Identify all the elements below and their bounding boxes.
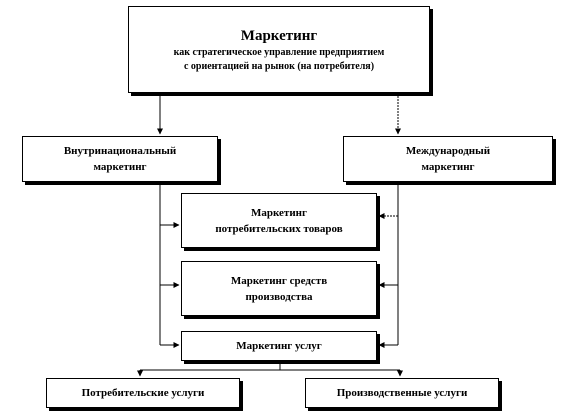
consumer-services-box: Потребительские услуги: [46, 378, 240, 408]
production-services-box: Производственные услуги: [305, 378, 499, 408]
services-marketing-label: Маркетинг услуг: [236, 340, 322, 352]
production-means-line1: Маркетинг средств: [230, 274, 328, 287]
domestic-marketing-line2: маркетинг: [93, 161, 147, 173]
production-services-label: Производственные услуги: [336, 387, 468, 399]
consumer-goods-line2: потребительских товаров: [215, 222, 343, 235]
marketing-top-box: Маркетинг как стратегическое управление …: [128, 6, 430, 93]
production-means-marketing-box: Маркетинг средств производства: [181, 261, 377, 316]
international-marketing-line2: маркетинг: [421, 161, 475, 173]
marketing-subtitle-line2: с ориентацией на рынок (на потребителя): [183, 60, 375, 72]
international-marketing-line1: Международный: [405, 145, 491, 157]
domestic-marketing-line1: Внутринациональный: [63, 145, 177, 157]
marketing-title: Маркетинг: [240, 27, 318, 44]
consumer-goods-line1: Маркетинг: [250, 206, 308, 219]
services-marketing-box: Маркетинг услуг: [181, 331, 377, 361]
consumer-services-label: Потребительские услуги: [81, 387, 205, 399]
production-means-line2: производства: [245, 290, 313, 303]
marketing-subtitle-line1: как стратегическое управление предприяти…: [173, 46, 385, 58]
consumer-goods-marketing-box: Маркетинг потребительских товаров: [181, 193, 377, 248]
domestic-marketing-box: Внутринациональный маркетинг: [22, 136, 218, 182]
international-marketing-box: Международный маркетинг: [343, 136, 553, 182]
